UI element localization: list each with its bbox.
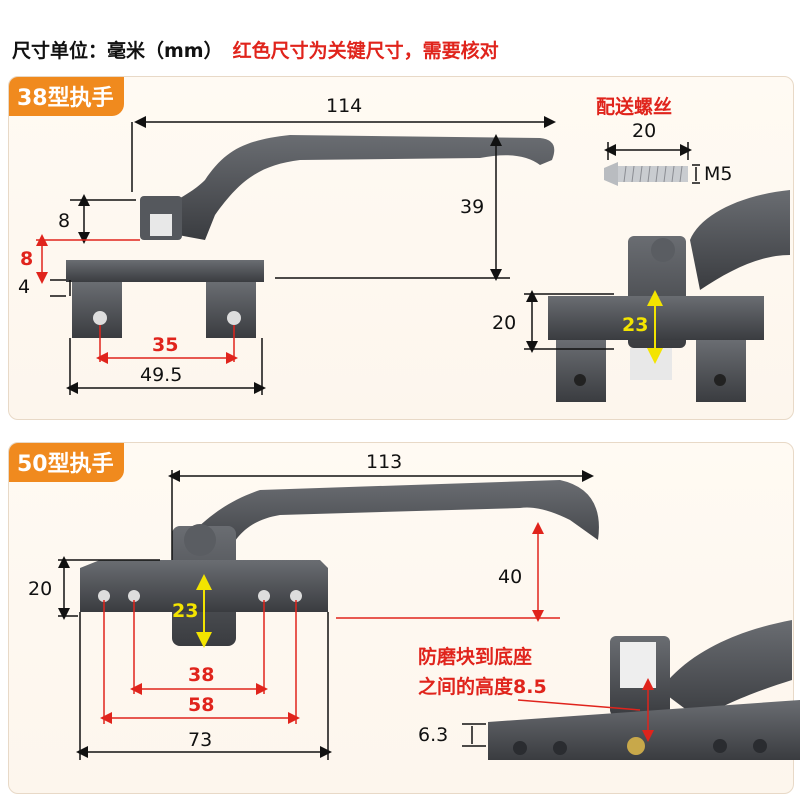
dim-50-hole-outer: 58 (188, 694, 215, 716)
dimension-lines-50 (58, 470, 594, 760)
key-dimension-lines-50-detail (517, 678, 654, 742)
dimension-lines-38-detail (524, 290, 614, 353)
panel-38-title: 38型执手 (9, 77, 124, 116)
dim-50-detail-base: 6.3 (418, 724, 449, 746)
dim-50-length: 113 (366, 451, 403, 473)
handle-38-front (66, 135, 555, 338)
handle-50-detail (488, 620, 800, 760)
screw-length: 20 (632, 120, 657, 142)
panel-50-title: 50型执手 (9, 443, 124, 482)
dimension-lines-38 (50, 116, 556, 395)
screw-thread: M5 (704, 163, 733, 185)
dim-50-height: 40 (498, 566, 523, 588)
dim-38-top-block: 8 (58, 210, 71, 232)
dim-50-yellow: 23 (172, 600, 199, 622)
key-dimension-lines-38 (36, 234, 238, 364)
key-dimension-note: 红色尺寸为关键尺寸，需要核对 (232, 40, 499, 62)
note-line-2: 之间的高度8.5 (418, 676, 547, 698)
dim-50-base-height: 20 (28, 578, 53, 600)
dim-38-hole-spacing: 35 (152, 334, 179, 356)
screw-dimension-lines (604, 142, 700, 184)
dim-38-base-width: 49.5 (140, 364, 183, 386)
dim-50-hole-inner: 38 (188, 664, 215, 686)
dimension-lines-50-detail (462, 723, 486, 747)
page-header: 尺寸单位：毫米（mm） 红色尺寸为关键尺寸，需要核对 (12, 36, 499, 63)
note-line-1: 防磨块到底座 (418, 646, 533, 668)
dim-38-base: 4 (18, 276, 31, 298)
key-dimension-lines-50 (100, 522, 560, 724)
dim-38-length: 114 (326, 95, 363, 117)
handle-38-detail (548, 190, 790, 402)
dim-50-base-width: 73 (188, 729, 213, 751)
screw-label: 配送螺丝 (596, 96, 673, 118)
dim-38-detail-height: 20 (492, 312, 517, 334)
screw-image (604, 162, 688, 186)
dim-38-height: 39 (460, 196, 485, 218)
handle-50-front (80, 480, 599, 646)
dim-38-gap: 8 (20, 248, 34, 270)
dim-38-detail-yellow: 23 (622, 314, 649, 336)
unit-text: 尺寸单位：毫米（mm） (12, 40, 223, 62)
